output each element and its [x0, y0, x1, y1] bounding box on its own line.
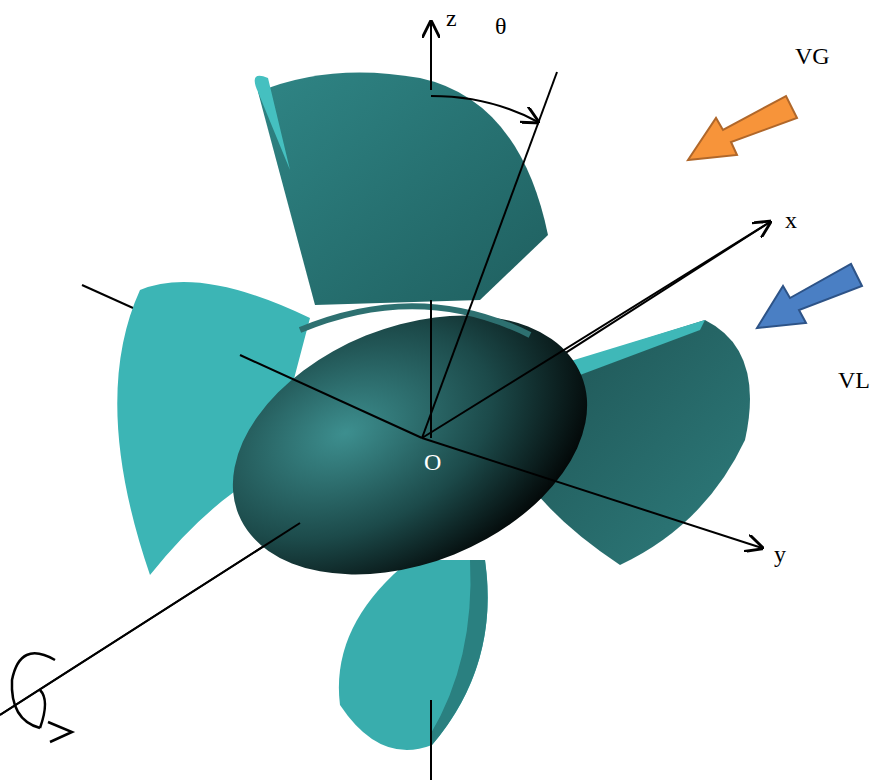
x-axis: [0, 523, 300, 715]
top-blade: [258, 72, 548, 305]
y-axis: [422, 438, 762, 548]
rotation-arrow: [12, 653, 55, 728]
z-axis-head: [430, 22, 432, 90]
x-axis: [422, 222, 770, 438]
axis-label: z: [446, 6, 457, 30]
axis-label: y: [774, 542, 786, 566]
rotation-arrow-head: [48, 722, 72, 742]
angle-arc: [431, 96, 538, 122]
origin-label: O: [424, 450, 441, 474]
blade-edge: [255, 76, 290, 170]
axis-label: x: [785, 208, 797, 232]
blade-line: [422, 72, 557, 438]
blade-line: [240, 355, 422, 438]
bottom-blade: [339, 560, 488, 750]
blade-edge: [430, 560, 488, 745]
velocity-label: VG: [795, 44, 830, 68]
hub: [194, 266, 625, 623]
vg-arrow: [688, 96, 797, 160]
rotation-arrow: [40, 690, 45, 728]
angle-label: θ: [495, 14, 507, 38]
velocity-label: VL: [838, 368, 870, 392]
vl-arrow: [757, 264, 862, 328]
z-axis: [430, 700, 432, 780]
hub-ring: [300, 306, 530, 335]
